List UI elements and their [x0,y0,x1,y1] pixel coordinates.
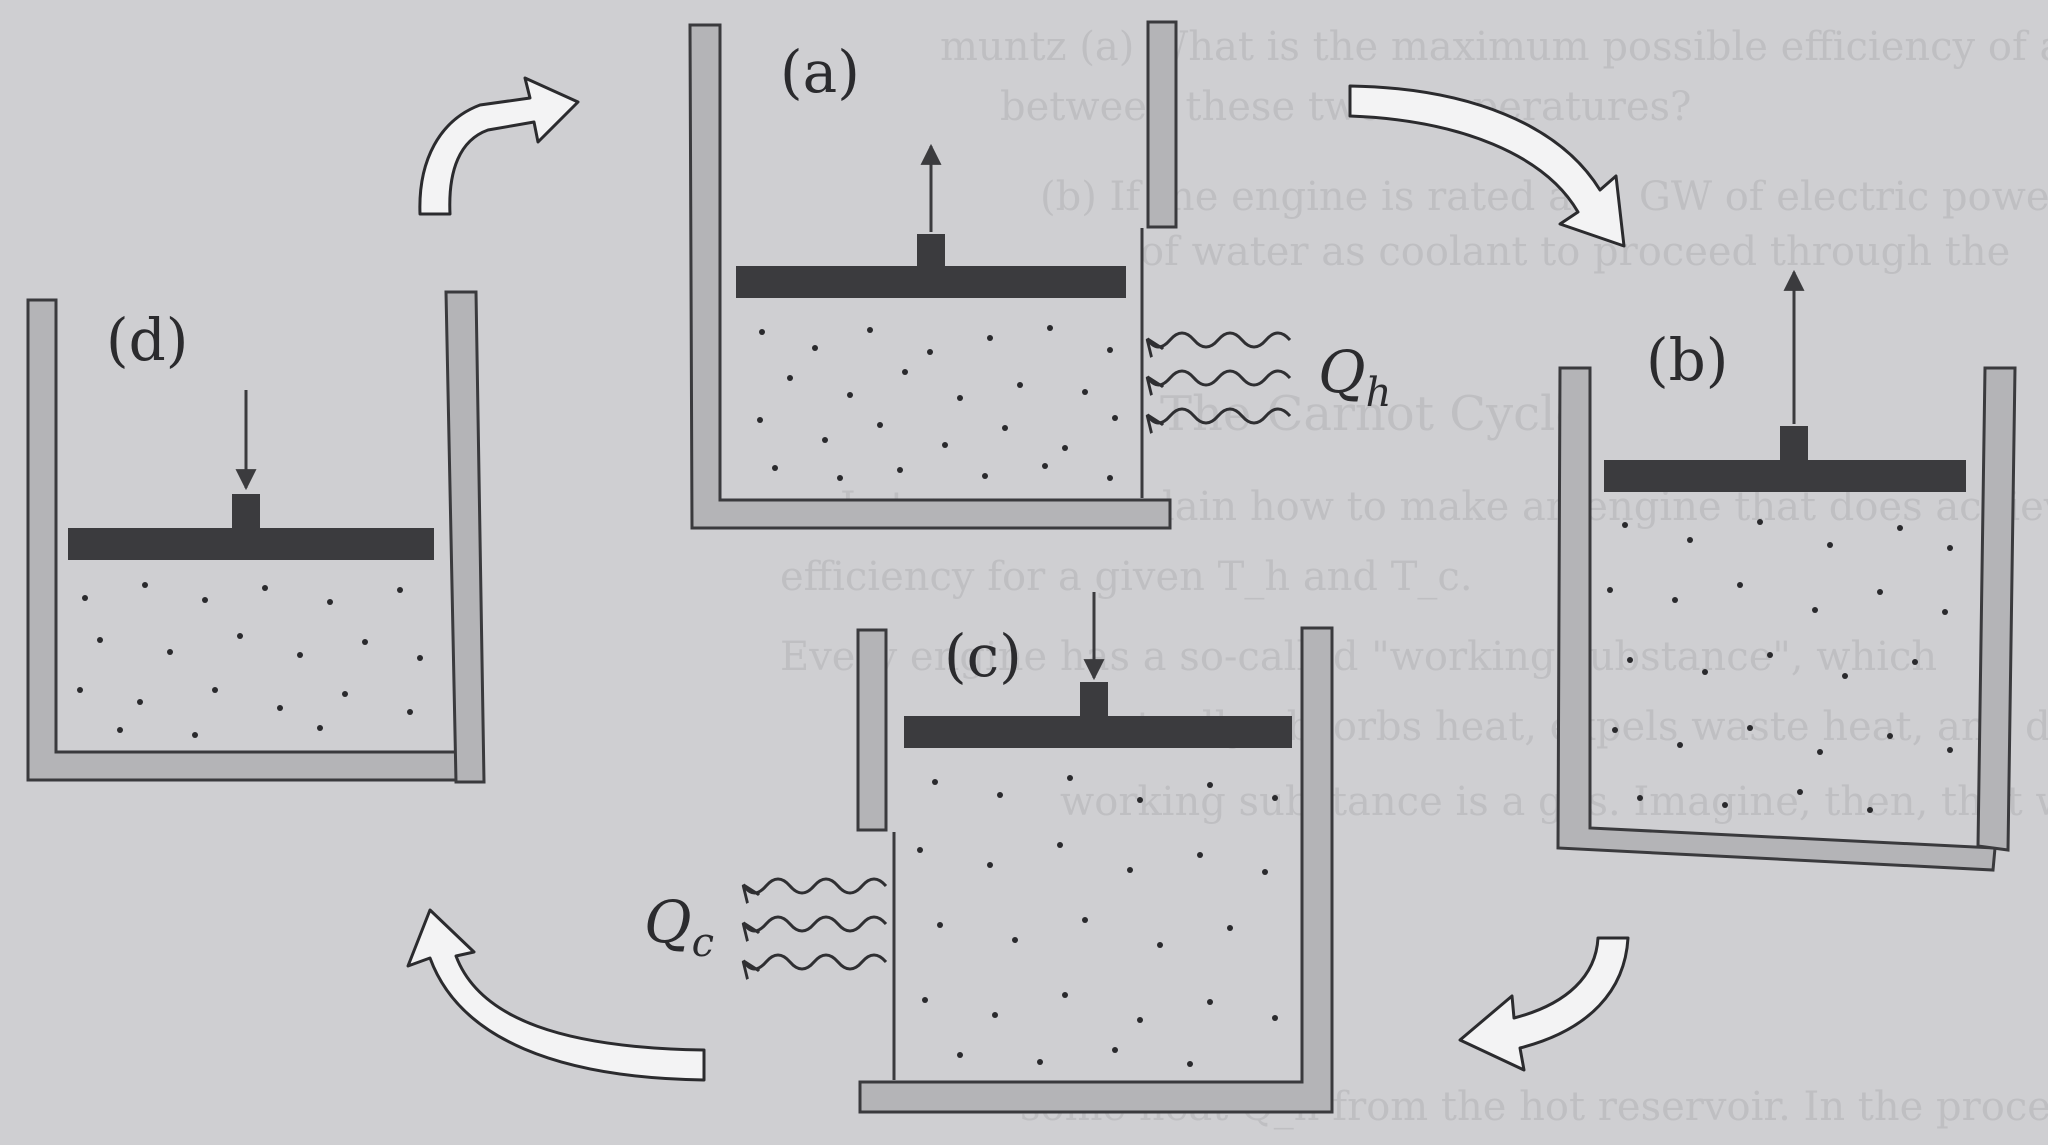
background-text-line: (b) If the engine is rated at 1 GW of el… [1040,174,2048,220]
background-page-text: muntz (a) What is the maximum possible e… [780,24,2048,1130]
heat-label-qc: Qc [644,888,714,966]
piston-rod [232,494,260,530]
background-text-line: muntz (a) What is the maximum possible e… [940,24,2048,70]
gas-particles [1607,519,1953,813]
piston-plate [904,716,1292,748]
piston-rod [917,234,945,268]
gas-particles [757,325,1118,481]
panel-label-c: (c) [944,622,1022,690]
background-text-line: of water as coolant to proceed through t… [1140,229,2010,275]
piston-rod [1080,682,1108,718]
cylinder-wall-right [1976,366,2017,852]
cycle-arrow-c-to-d [406,908,706,1082]
panel-label-b: (b) [1646,326,1728,394]
piston-plate [1604,460,1966,492]
piston-plate [736,266,1126,298]
background-text-line: Every engine has a so-called "working su… [780,634,1937,680]
heat-waves-out [744,877,888,969]
piston-rod [1780,426,1808,462]
gas-particles [77,582,423,738]
heat-label-main: Q [644,888,692,956]
cylinder-wall-right [1146,20,1178,229]
panel-a: (a) Qh [688,20,1391,530]
cycle-arrow-a-to-b [1348,84,1626,248]
cylinder-wall-right [444,290,486,784]
heat-label-main: Q [1318,338,1366,406]
background-text-line: between these two temperatures? [1000,84,1691,130]
panel-b: (b) [1556,269,2017,872]
panel-label-d: (d) [106,306,188,374]
panel-d: (d) [26,290,486,784]
gas-particles [917,775,1278,1067]
cycle-arrow-d-to-a [418,76,580,216]
panel-label-a: (a) [780,38,860,106]
cycle-arrows [406,76,1630,1082]
heat-label-qh: Qh [1318,338,1391,416]
cylinder-wall-right [858,626,1334,1114]
heat-label-sub: h [1366,370,1392,416]
cylinder-wall-left [856,628,888,832]
cycle-arrow-b-to-c [1458,936,1630,1072]
heat-label-sub: c [692,920,714,966]
piston-plate [68,528,434,560]
heat-waves-in [1148,331,1292,423]
background-text-line: working substance is a gas. Imagine, the… [1060,779,2048,825]
panel-c: (c) Qc [644,592,1334,1114]
background-text-line: The Carnot Cycle [1160,386,1584,442]
cylinder-wall-left [688,23,1172,530]
background-text-line: efficiency for a given T_h and T_c. [780,554,1473,600]
